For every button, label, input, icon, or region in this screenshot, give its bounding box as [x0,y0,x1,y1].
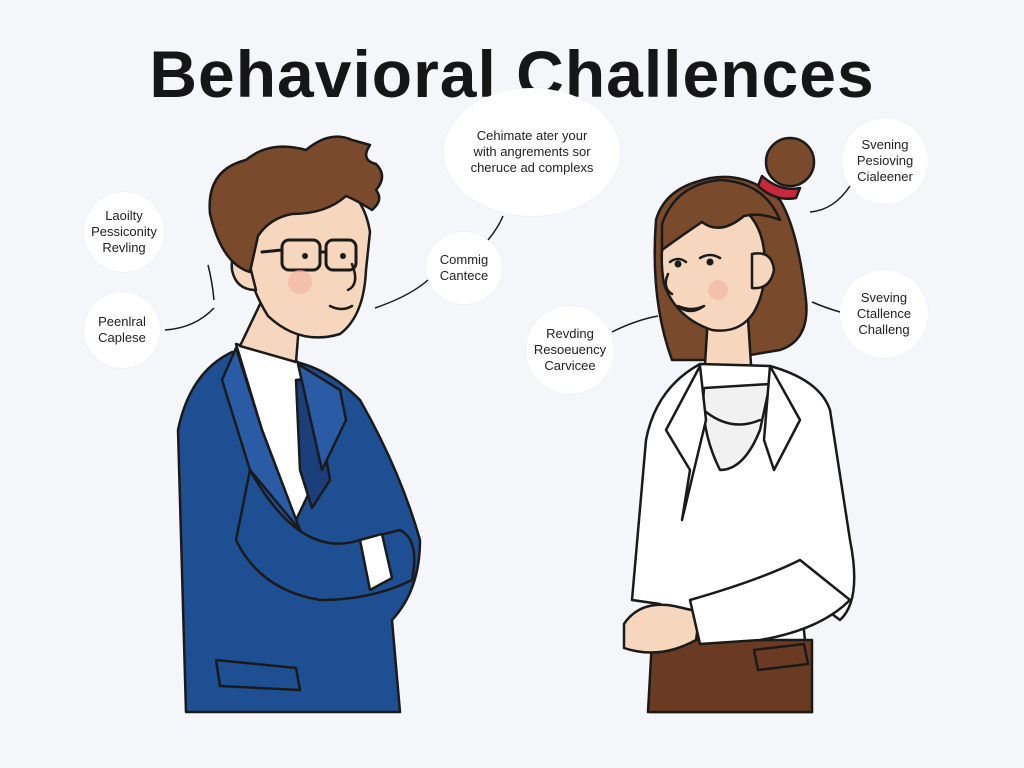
woman-lapel-right [762,364,802,472]
bubble-center-mid: Commig Cantece [426,232,502,304]
connector-right-mid [811,301,841,313]
bubble-left-bottom: Peenlral Caplese [84,292,160,368]
man-lapel-left [220,346,302,532]
bubble-right-top: Svening Pesioving Cialeener [842,118,928,204]
woman-hair-tie [756,174,802,200]
woman-figure [622,136,856,714]
connector-lines [164,185,851,333]
connector-center-top [487,215,504,241]
bubble-right-mid-text: Sveving Ctallence Challeng [856,290,912,337]
woman-hair-front [660,178,782,252]
woman-pocket [752,642,810,672]
bubble-right-top-text: Svening Pesioving Cialeener [856,137,914,184]
man-lapel-right [296,362,348,472]
woman-ear [750,252,776,290]
connector-center-low [611,315,659,333]
bubble-center-top: Cehimate ater your with angrements sor c… [444,88,620,216]
man-pocket [214,658,302,692]
bubble-center-low: Revding Resoeuency Carvicee [526,306,614,394]
connector-right-top [809,185,851,213]
bubble-center-top-text: Cehimate ater your with angrements sor c… [470,128,594,175]
woman-hair-bun [764,136,816,188]
man-figure [176,135,422,714]
bubble-left-bottom-text: Peenlral Caplese [98,314,146,345]
woman-top-neckline [704,410,762,426]
bubble-center-mid-text: Commig Cantece [439,252,489,283]
woman-hand [622,603,702,654]
woman-arm [688,558,852,646]
connector-left-bottom [164,307,215,331]
connector-left-top [207,264,215,301]
bubble-left-top-text: Laoilty Pessiconity Revling [91,208,157,255]
man-cuff [358,532,394,592]
bubble-center-low-text: Revding Resoeuency Carvicee [533,326,607,373]
man-hair [208,135,384,274]
woman-lapel-left [664,364,708,522]
man-glasses [260,238,358,272]
connector-center-mid [374,279,429,309]
bubble-right-mid: Sveving Ctallence Challeng [840,270,928,358]
woman-mouth [676,304,706,313]
bubble-left-top: Laoilty Pessiconity Revling [84,192,164,272]
